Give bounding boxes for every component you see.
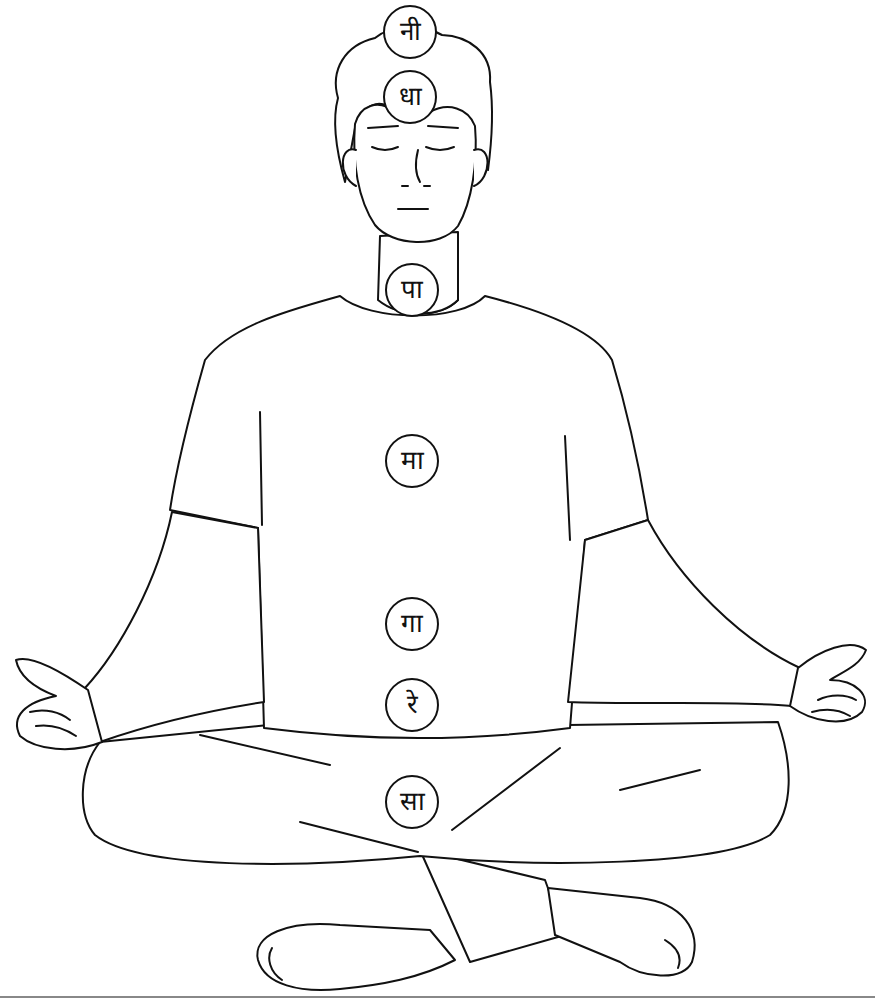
right-ear: [474, 149, 488, 186]
left-foot: [257, 924, 455, 990]
toe-lines: [269, 940, 679, 980]
face: [354, 105, 475, 242]
note-label: नी: [400, 17, 421, 47]
note-circle: गा: [385, 597, 439, 651]
bottom-rule: [0, 996, 875, 998]
shirt-seams: [260, 300, 570, 540]
left-fingers: [30, 710, 76, 736]
note-label: पा: [401, 275, 423, 305]
note-label: गा: [401, 609, 423, 639]
legs: [83, 722, 789, 864]
left-arm: [85, 512, 264, 742]
left-ear: [343, 149, 356, 186]
note-circle: पा: [385, 263, 439, 317]
note-label: मा: [401, 446, 424, 476]
note-label: सा: [400, 787, 425, 817]
left-hand: [16, 659, 102, 749]
note-label: रे: [407, 690, 418, 720]
face-features: [368, 126, 458, 209]
note-circle: धा: [383, 70, 437, 124]
right-fingers: [812, 696, 856, 717]
note-circle: नी: [383, 5, 437, 59]
note-circle: सा: [385, 775, 439, 829]
note-label: धा: [399, 82, 422, 112]
leg-folds: [200, 735, 700, 852]
right-foot: [548, 888, 695, 976]
right-hand: [790, 645, 866, 721]
note-circle: मा: [385, 434, 439, 488]
note-circle: रे: [385, 678, 439, 732]
right-arm: [568, 520, 800, 706]
